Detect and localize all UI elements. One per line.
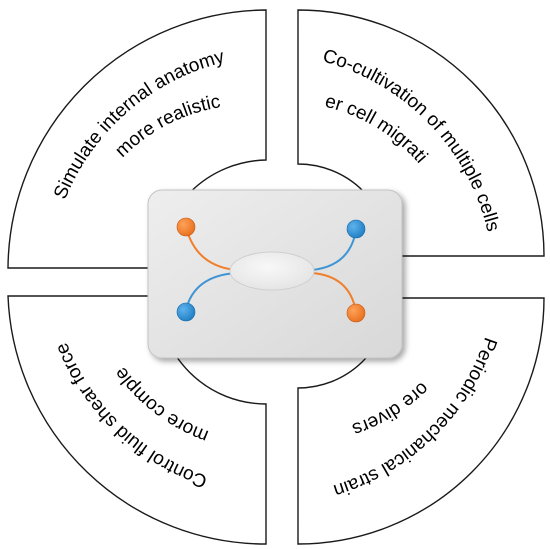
segment-top-right bbox=[297, 9, 545, 257]
port-orange-top-left bbox=[176, 217, 196, 237]
port-blue-top-right bbox=[346, 219, 366, 239]
microfluidic-chip bbox=[147, 189, 403, 359]
culture-chamber bbox=[229, 251, 315, 291]
port-blue-bottom-left bbox=[176, 302, 196, 322]
port-orange-bottom-right bbox=[346, 303, 366, 323]
